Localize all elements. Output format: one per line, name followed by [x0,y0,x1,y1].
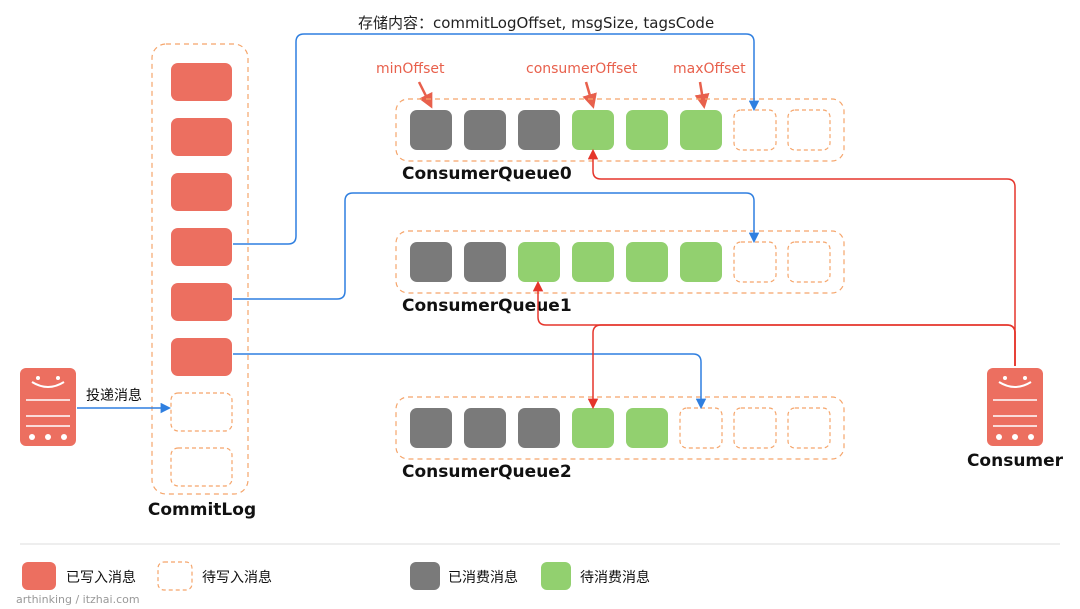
consumer-queue-2-container [395,396,845,460]
consumer-queue-1-container [395,230,845,294]
queue-2-message-consumed [410,408,452,448]
commitlog-container [151,43,249,495]
queue-2-message-pending [626,408,668,448]
consumer-offset-pointer [582,81,597,109]
consumer-queue-2-label: ConsumerQueue2 [402,462,572,482]
queue-0-message-pending [626,110,668,150]
dispatch-arrow-queue-1 [233,192,760,300]
queue-2-message-consumed [518,408,560,448]
commitlog-message-written [171,173,232,211]
queue-0-message-consumed [464,110,506,150]
queue-0-message-consumed [410,110,452,150]
legend-label-consumed: 已消费消息 [448,569,518,586]
consumer-queue-0-label: ConsumerQueue0 [402,164,572,184]
queue-1-message-consumed [410,242,452,282]
commitlog-message-written [171,118,232,156]
legend-label-empty: 待写入消息 [202,569,272,586]
consume-arrow-queue-0 [587,148,1016,366]
queue-2-message-consumed [464,408,506,448]
legend-label-pending: 待消费消息 [580,569,650,586]
commitlog-message-empty [170,392,233,432]
commitlog-slots [170,63,233,487]
deliver-message-label: 投递消息 [86,387,142,404]
commitlog-message-empty [170,447,233,487]
watermark: arthinking / itzhai.com [16,593,140,606]
commitlog-message-written [171,338,232,376]
queue-0-message-pending [572,110,614,150]
storage-content-label: 存储内容：commitLogOffset, msgSize, tagsCode [358,14,714,32]
queue-0-message-empty [733,109,777,151]
queue-1-message-pending [572,242,614,282]
queue-2-message-empty [787,407,831,449]
legend-swatch-empty [157,561,193,591]
dispatch-arrow-queue-0 [233,33,760,245]
queue-1-message-consumed [464,242,506,282]
queue-1-message-pending [626,242,668,282]
max-offset-pointer [694,81,710,109]
queue-1-message-empty [787,241,831,283]
commitlog-message-written [171,228,232,266]
consumer-queue-0-container [395,98,845,162]
queue-0-message-pending [680,110,722,150]
queue-slots [410,109,831,449]
dispatch-arrow-queue-2 [233,353,707,410]
consumer-offset-label: consumerOffset [526,61,638,77]
producer-server-icon [20,368,76,446]
queue-1-message-pending [518,242,560,282]
commitlog-title: CommitLog [148,500,256,520]
legend-swatch-consumed [410,562,440,590]
consume-arrow-queue-2 [587,324,1016,410]
queue-1-message-pending [680,242,722,282]
commitlog-message-written [171,63,232,101]
legend-swatch-written [22,562,56,590]
min-offset-label: minOffset [376,61,445,77]
queue-1-message-empty [733,241,777,283]
legend-label-written: 已写入消息 [66,569,136,586]
consumer-label: Consumer [967,451,1064,471]
queue-2-message-empty [679,407,723,449]
legend-swatch-pending [541,562,571,590]
consumer-server-icon [987,368,1043,446]
queue-0-message-consumed [518,110,560,150]
queue-0-message-empty [787,109,831,151]
queue-2-message-empty [733,407,777,449]
queue-2-message-pending [572,408,614,448]
commitlog-message-written [171,283,232,321]
max-offset-label: maxOffset [673,61,746,77]
min-offset-pointer [417,81,433,109]
consumer-queue-1-label: ConsumerQueue1 [402,296,572,316]
